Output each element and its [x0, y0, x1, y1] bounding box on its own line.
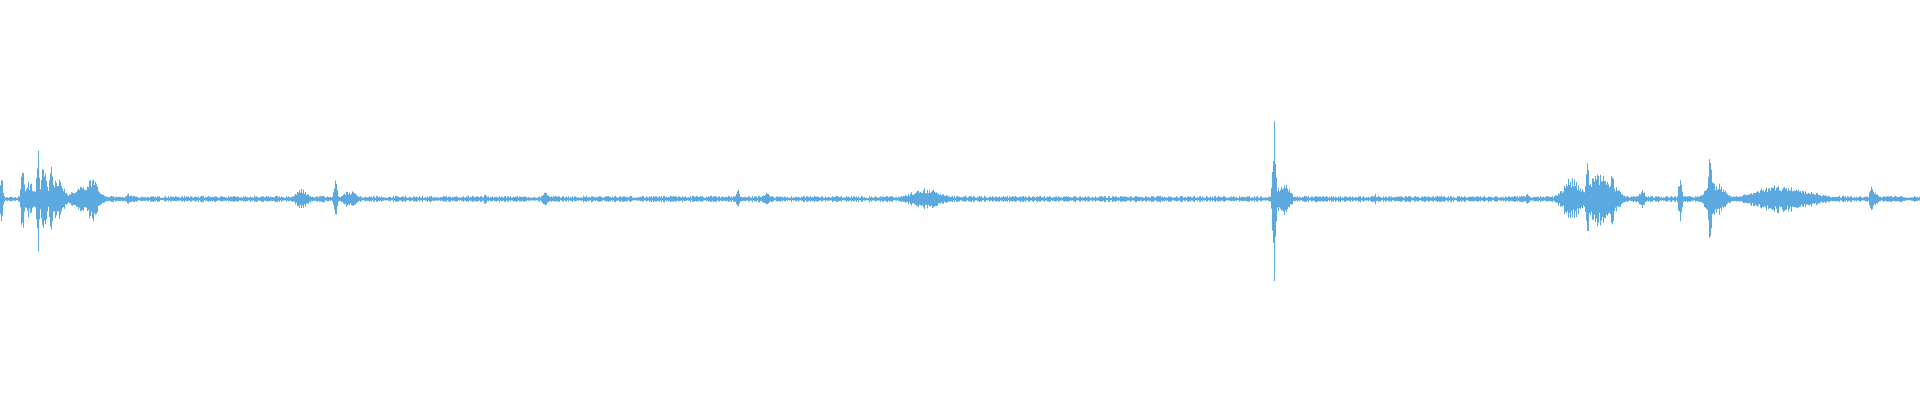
waveform-path — [0, 121, 1920, 281]
waveform-samples — [0, 121, 1920, 281]
